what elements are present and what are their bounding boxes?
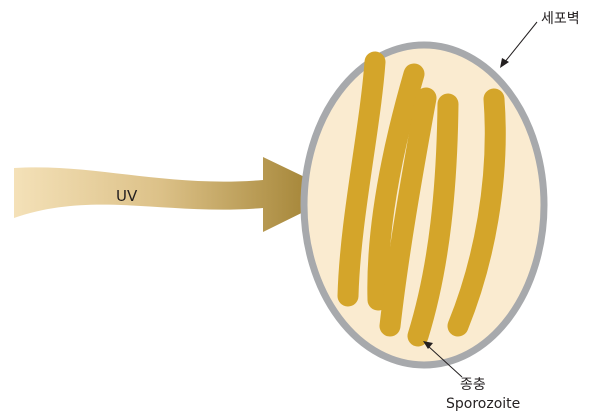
cell-wall-label: 세포벽	[541, 11, 580, 27]
uv-arrow	[14, 157, 340, 232]
cell-wall-pointer-head	[500, 58, 509, 68]
cell-wall-pointer-line	[504, 22, 537, 63]
sporozoite-label-ko: 종충	[460, 377, 486, 393]
sporozoite-label-en: Sporozoite	[446, 396, 520, 412]
uv-label: UV	[116, 187, 138, 205]
